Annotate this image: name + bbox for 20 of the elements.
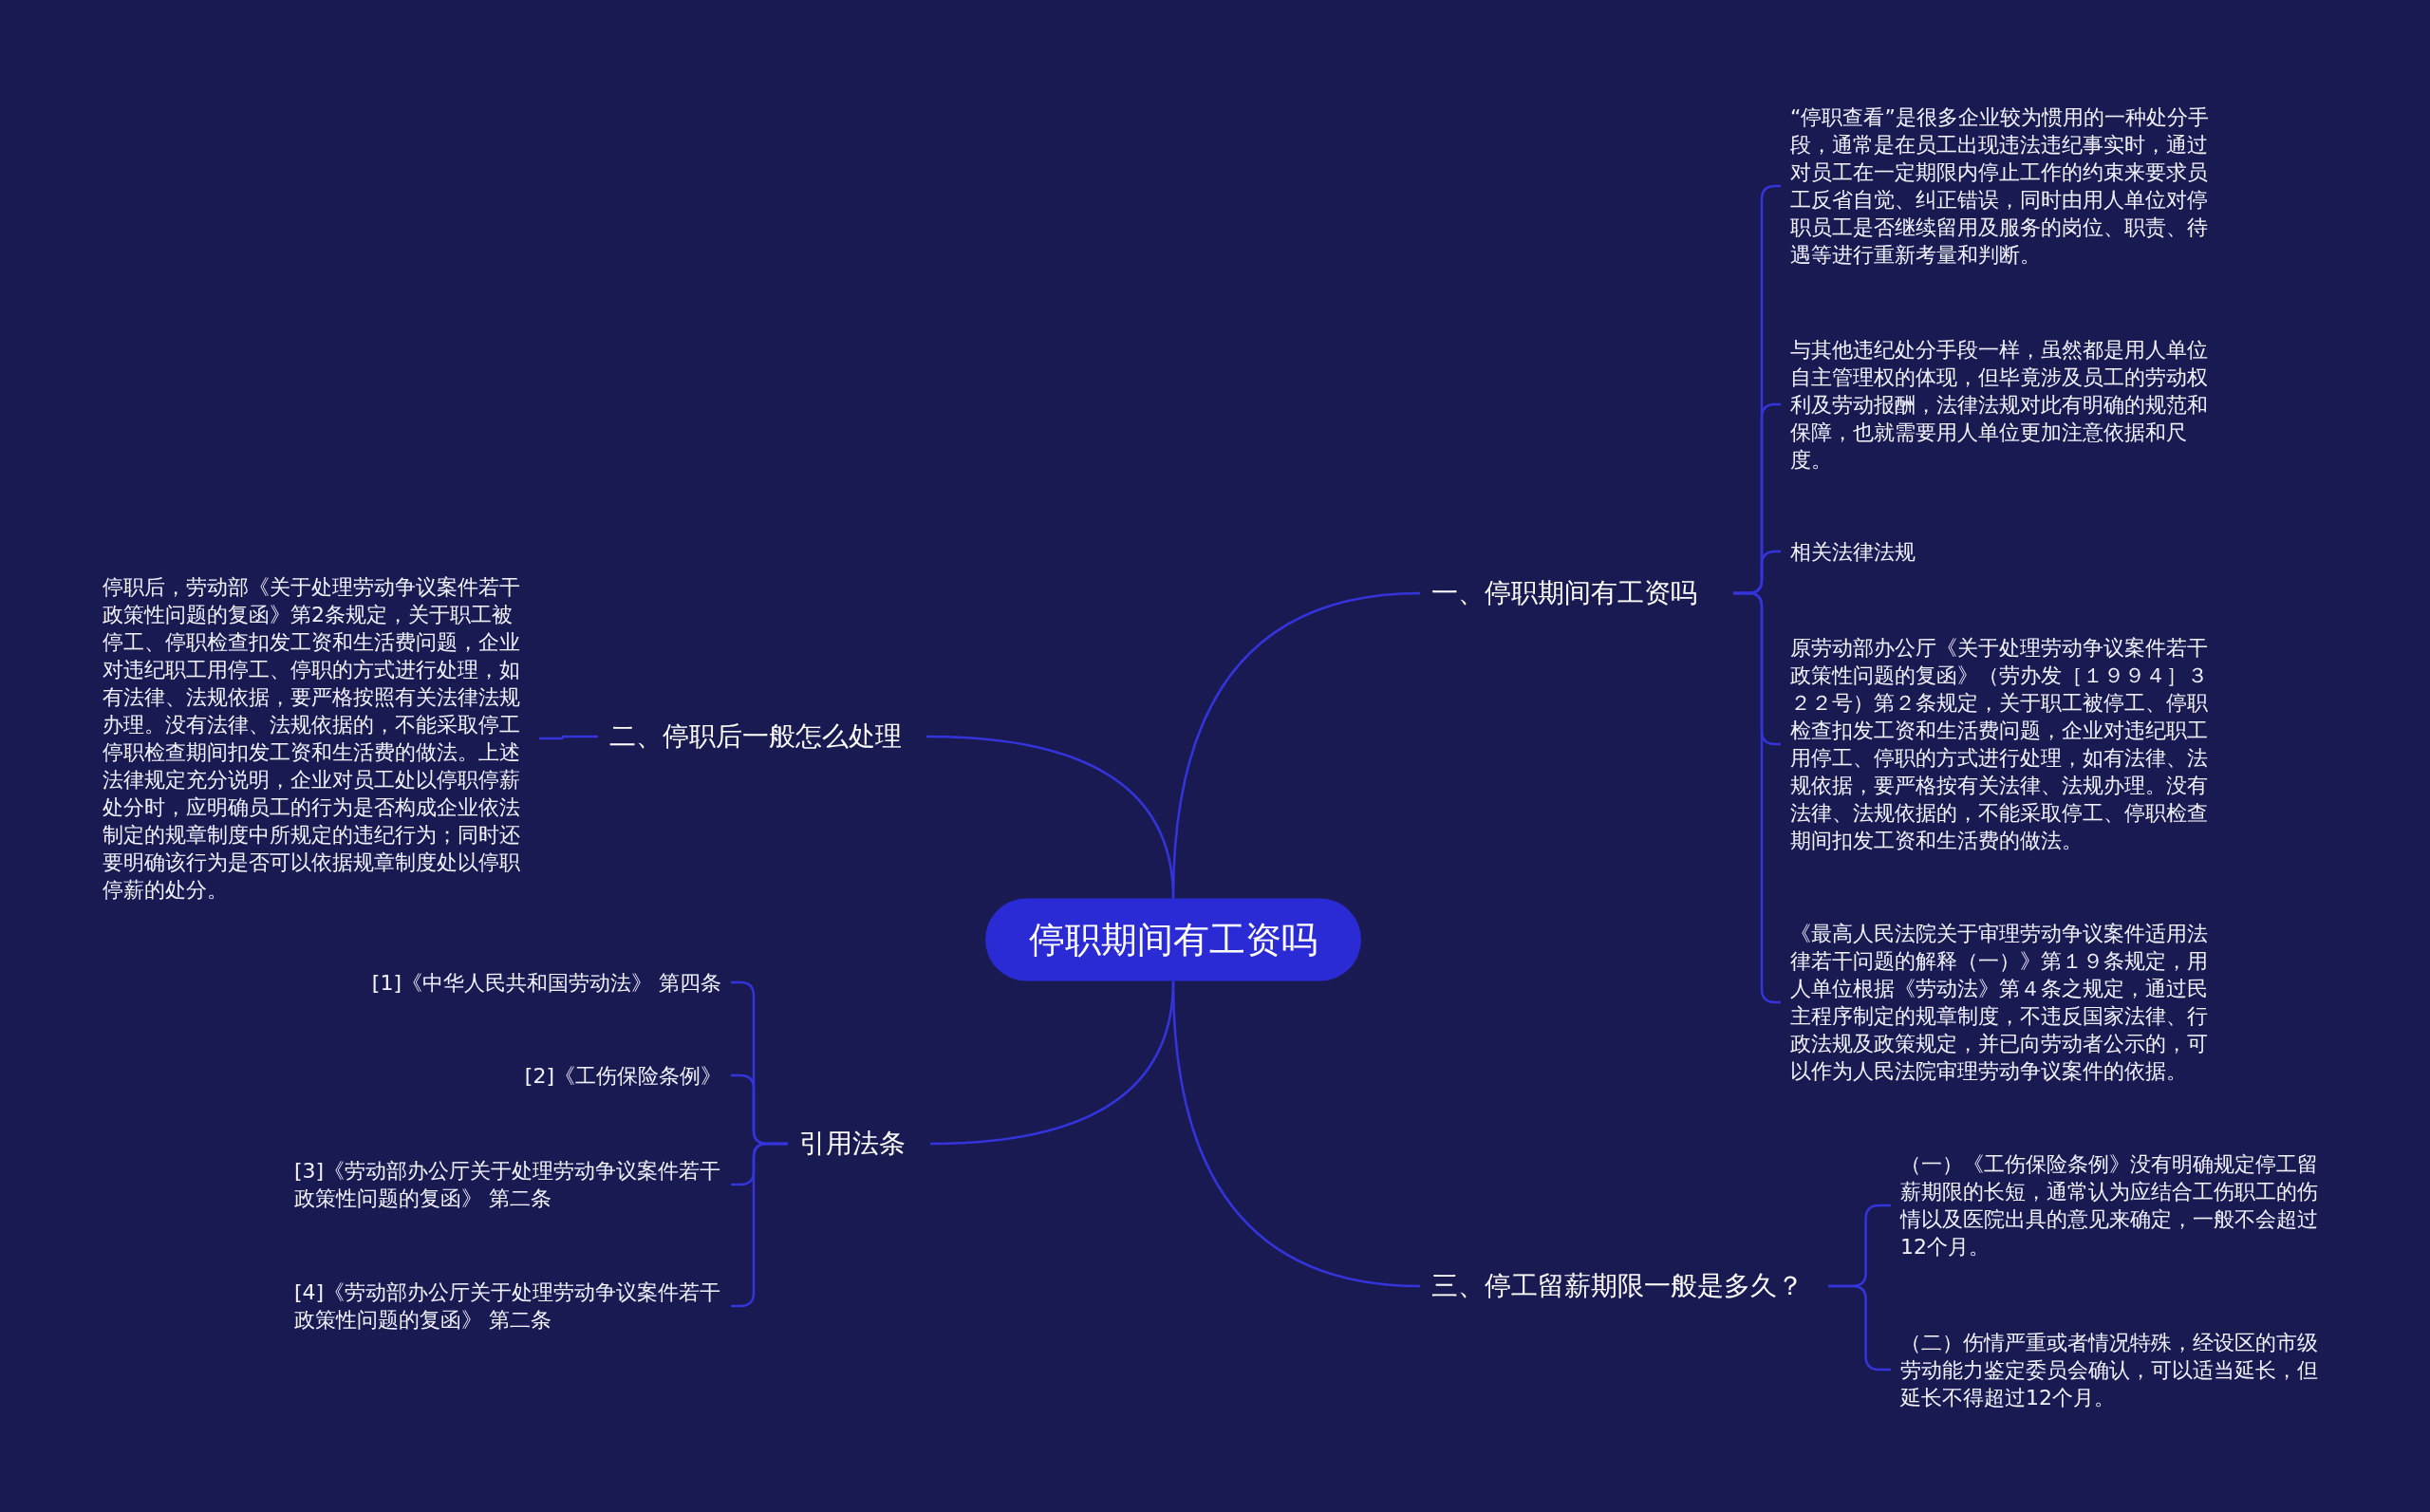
connector-line <box>1171 980 1421 1288</box>
leaf-note: （一）《工伤保险条例》没有明确规定停工留薪期限的长短，通常认为应结合工伤职工的伤情以及医院出具的意见来确定，一般不会超过12个月。 <box>1891 1147 2337 1264</box>
leaf-note: 相关法律法规 <box>1781 533 2227 569</box>
leaf-note: （二）伤情严重或者情况特殊，经设区的市级劳动能力鉴定委员会确认，可以适当延长，但延长不得超过12个月。 <box>1891 1324 2337 1415</box>
branch-topic: 一、停职期间有工资吗 <box>1420 570 1733 616</box>
leaf-note: “停职查看”是很多企业较为惯用的一种处分手段，通常是在员工出现违法违纪事实时，通过对员工在一定期限内停止工作的约束来要求员工反省自觉、纠正错误，同时由用人单位对停职员工是否继续留用及服务的岗位、职责、待遇等进行重新考量和判断。 <box>1781 100 2227 272</box>
leaf-note: [1]《中华人民共和国劳动法》 第四条 <box>275 964 731 1000</box>
leaf-note: [3]《劳动部办公厅关于处理劳动争议案件若干政策性问题的复函》 第二条 <box>285 1153 731 1216</box>
leaf-note: [2]《工伤保险条例》 <box>275 1057 731 1093</box>
branch-topic: 引用法条 <box>788 1121 930 1167</box>
branch-topic: 二、停职后一般怎么处理 <box>598 714 926 759</box>
leaf-note: 停职后，劳动部《关于处理劳动争议案件若干政策性问题的复函》第2条规定，关于职工被停工、停职检查扣发工资和生活费问题，企业对违纪职工用停工、停职的方式进行处理，如有法律、法规依据，要严格按照有关法律法规办理。没有法律、法规依据的，不能采取停工停职检查期间扣发工资和生活费的做法。上述法律规定充分说明，企业对员工处以停职停薪处分时，应明确员工的行为是否构成企业依法制定的规章制度中所规定的违纪行为；同时还要明确该行为是否可以依据规章制度处以停职停薪的处分。 <box>93 569 539 907</box>
leaf-note: 与其他违纪处分手段一样，虽然都是用人单位自主管理权的体现，但毕竟涉及员工的劳动权利及劳动报酬，法律法规对此有明确的规范和保障，也就需要用人单位更加注意依据和尺度。 <box>1781 331 2227 477</box>
leaf-note: [4]《劳动部办公厅关于处理劳动争议案件若干政策性问题的复函》 第二条 <box>285 1275 731 1337</box>
connector-line <box>925 735 1175 899</box>
branch-topic: 三、停工留薪期限一般是多久？ <box>1420 1263 1828 1309</box>
root-topic-pill: 停职期间有工资吗 <box>985 898 1361 981</box>
connector-line <box>539 735 598 740</box>
leaf-note: 原劳动部办公厅《关于处理劳动争议案件若干政策性问题的复函》（劳办发［１９９４］３２２号）第２条规定，关于职工被停工、停职检查扣发工资和生活费问题，企业对违纪职工用停工、停职的方式进行处理，如有法律、法规依据，要严格按有关法律、法规办理。没有法律、法规依据的，不能采取停工、停职检查期间扣发工资和生活费的做法。 <box>1781 630 2227 858</box>
leaf-note: 《最高人民法院关于审理劳动争议案件适用法律若干问题的解释（一）》第１９条规定，用人单位根据《劳动法》第４条之规定，通过民主程序制定的规章制度，不违反国家法律、行政法规及政策规定，并已向劳动者公示的，可以作为人民法院审理劳动争议案件的依据。 <box>1781 916 2227 1089</box>
